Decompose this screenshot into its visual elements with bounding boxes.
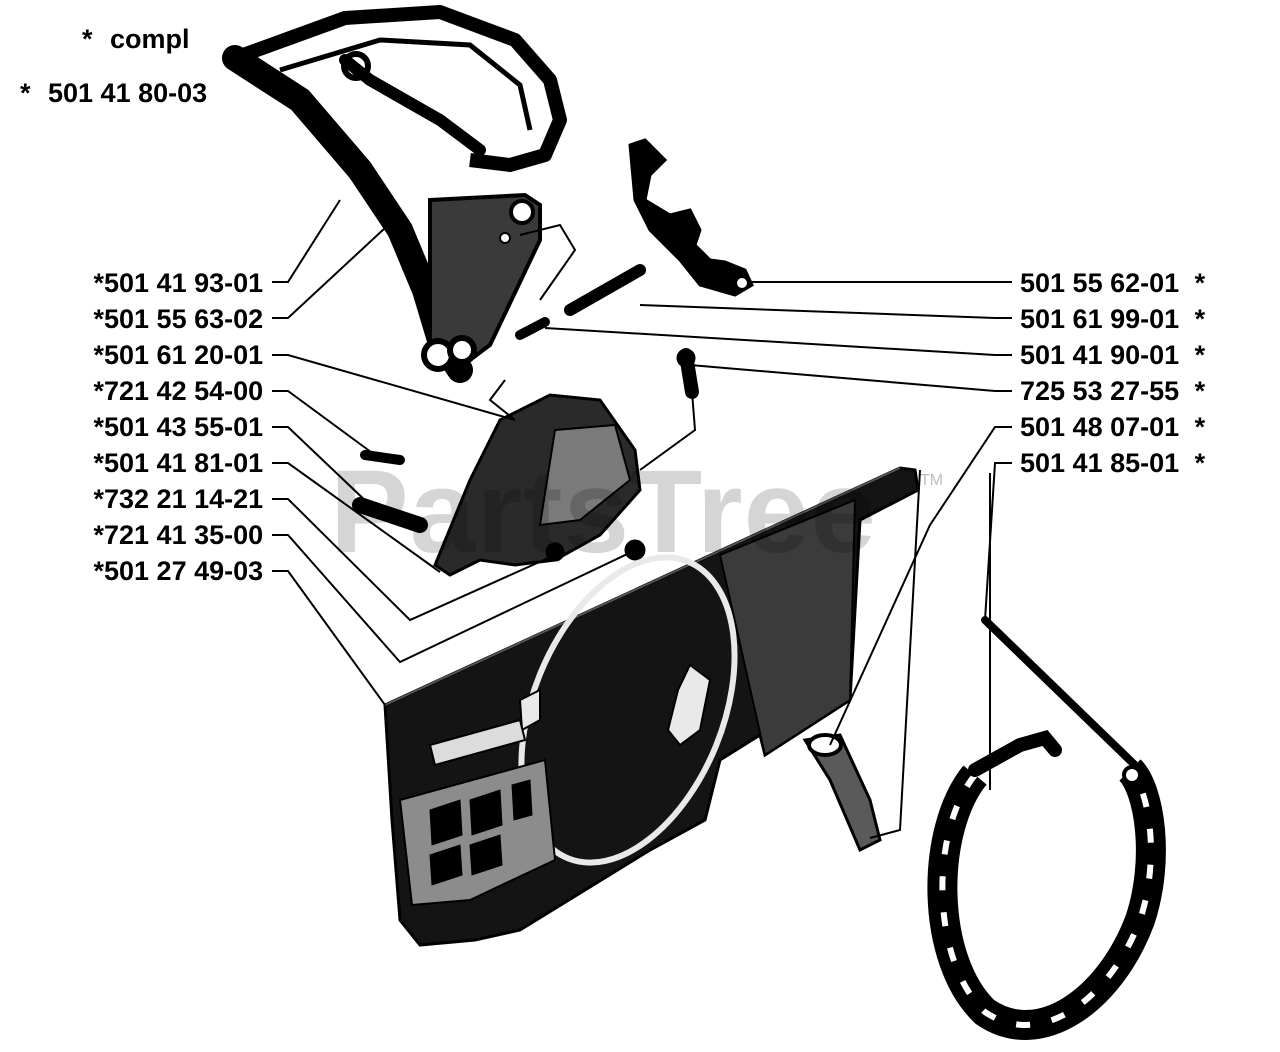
- callout-left: *501 41 81-01: [76, 448, 263, 478]
- part-number: 501 41 85-01: [1020, 448, 1180, 478]
- part-number: 501 61 20-01: [104, 340, 264, 370]
- asterisk-marker: *: [93, 412, 104, 442]
- part-number: 501 55 62-01: [1020, 268, 1180, 298]
- callout-right: 725 53 27-55 *: [1020, 376, 1205, 406]
- springs-drawing: [352, 264, 699, 533]
- callout-left: *501 61 20-01: [76, 340, 263, 370]
- part-number: 721 42 54-00: [104, 376, 264, 406]
- callout-left: *501 55 63-02: [76, 304, 263, 334]
- front-handle-drawing: [222, 5, 577, 383]
- callout-right: 501 55 62-01 *: [1020, 268, 1205, 298]
- part-number: 501 41 81-01: [104, 448, 264, 478]
- callout-right: 501 61 99-01 *: [1020, 304, 1205, 334]
- part-number: 732 21 14-21: [104, 484, 264, 514]
- callout-right: 501 48 07-01 *: [1020, 412, 1205, 442]
- assembly-code-text: 501 41 80-03: [48, 78, 208, 108]
- part-number: 501 27 49-03: [104, 556, 264, 586]
- asterisk-marker: *: [93, 340, 104, 370]
- asterisk-marker: *: [82, 24, 93, 54]
- asterisk-marker: *: [93, 556, 104, 586]
- callout-left: *501 41 93-01: [76, 268, 263, 298]
- part-number: 501 55 63-02: [104, 304, 264, 334]
- callout-left: *501 27 49-03: [76, 556, 263, 586]
- asterisk-marker: *: [93, 520, 104, 550]
- callout-left: *732 21 14-21: [76, 484, 263, 514]
- callout-left: *501 43 55-01: [76, 412, 263, 442]
- asterisk-marker: *: [93, 304, 104, 334]
- asterisk-marker: *: [20, 78, 31, 108]
- chain-cover-housing-drawing: [383, 466, 920, 947]
- watermark-text: PartsTree: [330, 446, 877, 578]
- asterisk-marker: *: [1194, 448, 1206, 478]
- asterisk-marker: *: [93, 268, 104, 298]
- part-number: 725 53 27-55: [1020, 376, 1180, 406]
- leader-lines: [272, 199, 1012, 839]
- part-number: 501 41 90-01: [1020, 340, 1180, 370]
- callout-left: *721 41 35-00: [76, 520, 263, 550]
- part-number: 501 41 93-01: [104, 268, 264, 298]
- watermark-trademark: TM: [920, 472, 944, 489]
- asterisk-marker: *: [1194, 412, 1206, 442]
- asterisk-marker: *: [93, 448, 104, 478]
- part-number: 501 43 55-01: [104, 412, 264, 442]
- asterisk-marker: *: [93, 484, 104, 514]
- callout-right: 501 41 90-01 *: [1020, 340, 1205, 370]
- asterisk-marker: *: [1194, 340, 1206, 370]
- brake-lever-part-drawing: [628, 138, 754, 297]
- callout-right: 501 41 85-01 *: [1020, 448, 1205, 478]
- part-number: 721 41 35-00: [104, 520, 264, 550]
- asterisk-marker: *: [1194, 376, 1206, 406]
- brake-band-drawing: [927, 616, 1166, 1040]
- compl-text: compl: [110, 24, 190, 54]
- header-compl-label: * compl: [82, 24, 190, 54]
- part-number: 501 61 99-01: [1020, 304, 1180, 334]
- callout-left: *721 42 54-00: [76, 376, 263, 406]
- asterisk-marker: *: [93, 376, 104, 406]
- asterisk-marker: *: [1194, 268, 1206, 298]
- header-assembly-code: * 501 41 80-03: [20, 78, 207, 108]
- part-number: 501 48 07-01: [1020, 412, 1180, 442]
- asterisk-marker: *: [1194, 304, 1206, 334]
